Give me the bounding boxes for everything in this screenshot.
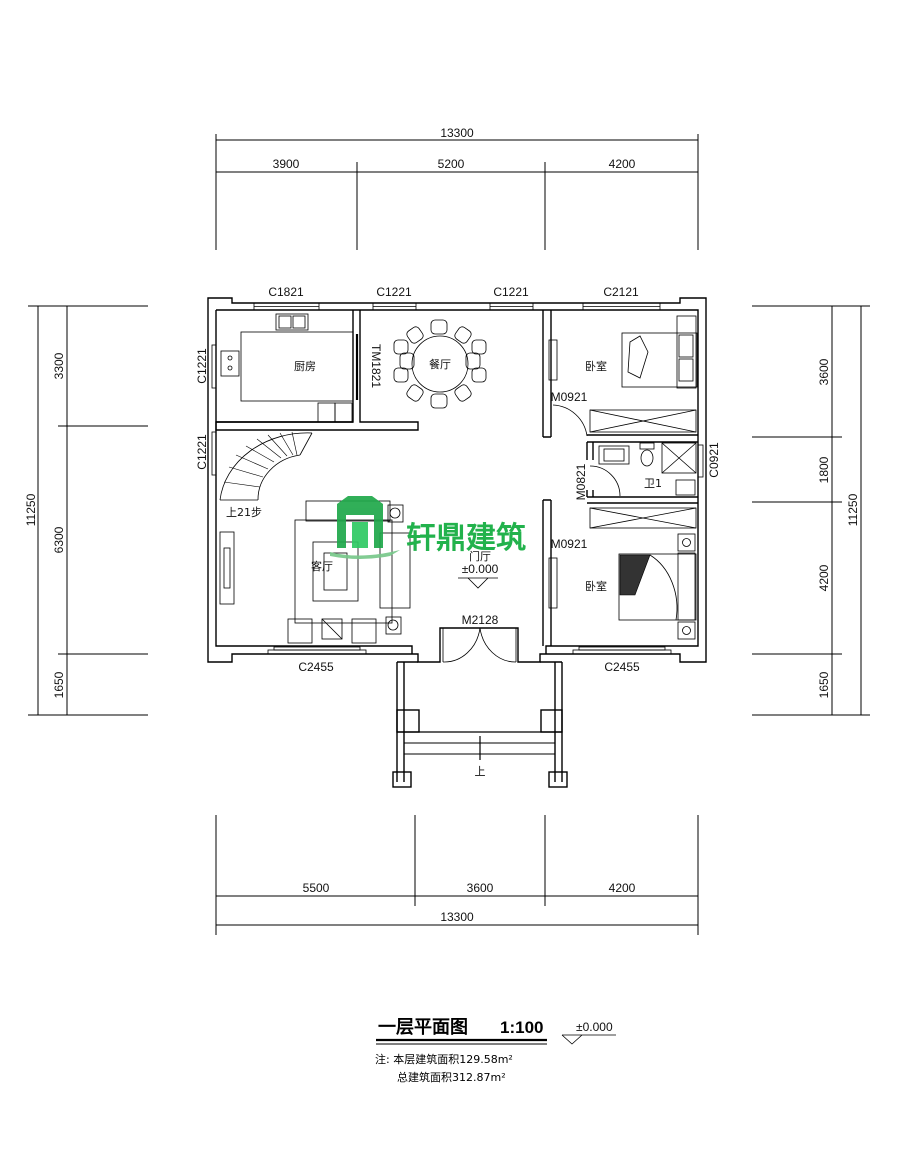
bottom-dimension-3: 4200: [609, 881, 636, 895]
title-level-mark: ±0.000: [576, 1020, 613, 1034]
window-c2455-living: [267, 646, 367, 655]
window-label-c1221-1: C1221: [376, 285, 412, 299]
entrance-porch: [392, 661, 568, 788]
window-c1821-top: [253, 302, 320, 311]
drawing-scale: 1:100: [500, 1018, 543, 1037]
watermark-logo: [330, 496, 400, 559]
room-label-bedroom-north: 卧室: [585, 359, 607, 373]
drawing-title: 一层平面图: [378, 1017, 468, 1038]
note-total-area: 总建筑面积312.87m²: [397, 1070, 506, 1084]
window-c0921-bath: [697, 444, 704, 478]
window-label-c2455-bedroom: C2455: [604, 660, 640, 674]
top-dimension-1: 3900: [273, 157, 300, 171]
kitchen-counter: [220, 313, 354, 423]
hall-level-mark: ±0.000: [462, 562, 499, 576]
spiral-stair: [219, 431, 313, 501]
porch-up-label: 上: [475, 765, 486, 778]
window-label-c2455-living: C2455: [298, 660, 334, 674]
top-dimension-3: 4200: [609, 157, 636, 171]
door-label-m2128: M2128: [462, 613, 499, 627]
watermark-text: 轩鼎建筑: [406, 521, 526, 556]
window-c1221-top-1: [372, 302, 417, 311]
right-total-dimension: 11250: [846, 493, 860, 526]
door-label-tm1821: TM1821: [369, 344, 383, 388]
right-dimension-2: 1800: [817, 456, 831, 483]
bottom-dimension-2: 3600: [467, 881, 494, 895]
window-label-c1821: C1821: [268, 285, 304, 299]
room-label-bedroom-south: 卧室: [585, 579, 607, 593]
left-dimension-lines: [28, 305, 148, 716]
left-total-dimension: 11250: [24, 493, 38, 526]
top-dimension-lines: [215, 134, 699, 250]
title-level-triangle-icon: [561, 1034, 616, 1045]
right-dimension-1: 3600: [817, 358, 831, 385]
bottom-dimension-1: 5500: [303, 881, 330, 895]
window-label-c0921: C0921: [707, 442, 721, 478]
bathroom-fixtures: [598, 442, 697, 496]
bottom-total-dimension: 13300: [440, 910, 474, 924]
main-door-m2128[interactable]: [442, 627, 517, 663]
right-dimension-lines: [752, 305, 870, 716]
door-label-m0921-south: M0921: [551, 537, 588, 551]
room-label-bathroom: 卫1: [644, 477, 662, 490]
door-label-m0821: M0821: [574, 463, 588, 500]
room-label-kitchen: 厨房: [294, 360, 316, 373]
left-dimension-3: 1650: [52, 671, 66, 698]
room-label-hall: 门厅: [469, 549, 491, 563]
window-c1221-left-kitchen: [211, 344, 217, 389]
right-dimension-3: 4200: [817, 564, 831, 591]
bedroom-south-furniture: [548, 507, 697, 640]
window-c1221-top-2: [489, 302, 534, 311]
exterior-walls: [207, 297, 707, 663]
window-label-kitchen-left: C1221: [195, 348, 209, 384]
dining-table: [393, 319, 487, 409]
door-label-m0921-north: M0921: [551, 390, 588, 404]
level-triangle-icon: [458, 577, 498, 589]
window-c2455-bedroom: [572, 646, 672, 655]
bedroom-north-furniture: [548, 315, 698, 433]
left-dimension-2: 6300: [52, 526, 66, 553]
door-swing-m0921-north: [552, 404, 588, 437]
door-swing-m0821: [589, 465, 621, 497]
window-c1221-left-stair: [211, 431, 217, 476]
window-label-c1221-2: C1221: [493, 285, 529, 299]
right-dimension-4: 1650: [817, 671, 831, 698]
top-dimension-2: 5200: [438, 157, 465, 171]
note-floor-area: 注: 本层建筑面积129.58m²: [375, 1052, 513, 1066]
window-label-stair-left: C1221: [195, 434, 209, 470]
bottom-dimension-lines: [215, 815, 699, 935]
stair-label: 上21步: [226, 506, 262, 519]
left-dimension-1: 3300: [52, 352, 66, 379]
top-total-dimension: 13300: [440, 126, 474, 140]
room-label-dining: 餐厅: [429, 357, 451, 371]
room-label-living: 客厅: [311, 559, 333, 573]
window-label-c2121: C2121: [603, 285, 639, 299]
window-c2121-top: [582, 302, 661, 311]
